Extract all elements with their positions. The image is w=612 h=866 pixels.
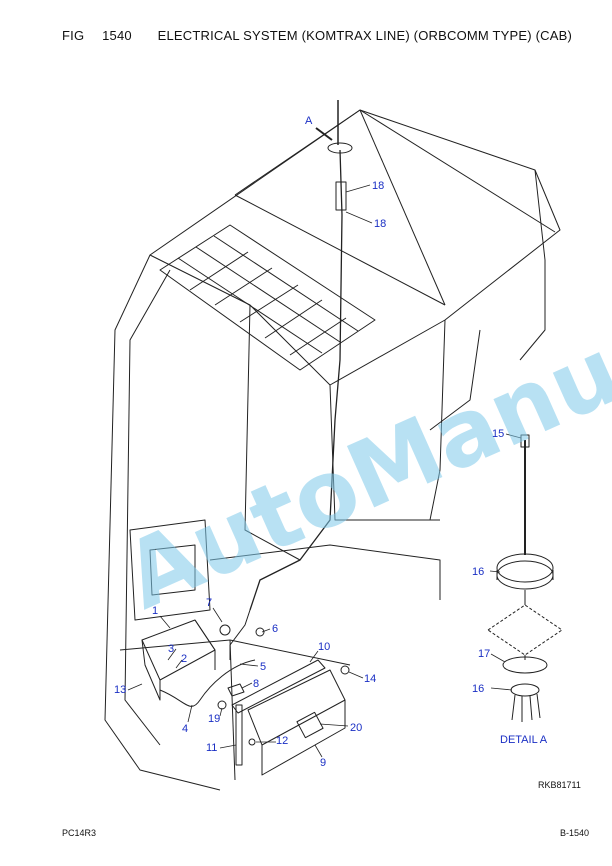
callout-18-lower: 18 [374,218,386,230]
fig-title: ELECTRICAL SYSTEM (KOMTRAX LINE) (ORBCOM… [157,28,572,43]
detail-grommet-16 [510,683,540,697]
footer-page: B-1540 [560,828,590,838]
callout-16-upper: 16 [472,566,484,578]
clip-8 [227,683,245,697]
callout-18-upper: 18 [372,180,384,192]
detail-a-label: DETAIL A [500,734,548,746]
callout-20: 20 [350,722,362,734]
callout-7: 7 [206,597,212,609]
drawing-reference: RKB81711 [538,780,581,790]
nut-14 [340,665,350,675]
leader-lines [127,127,522,758]
callout-12: 12 [276,735,288,747]
callout-2: 2 [181,653,187,665]
part-7 [219,624,231,636]
fig-number: 1540 [102,28,132,43]
cab-drawing [104,100,563,791]
fig-label: FIG [62,28,85,43]
callout-5: 5 [260,661,266,673]
detail-base-16 [496,560,554,590]
watermark: AutoManual [109,279,612,630]
wire-harness [159,659,256,707]
callout-11: 11 [206,742,217,754]
callout-6: 6 [272,623,278,635]
callout-16-lower: 16 [472,683,484,695]
callout-14: 14 [364,673,376,685]
left-pillar [104,254,221,791]
callout-a: A [305,115,313,127]
bolt-6 [255,627,265,637]
page-title: FIG 1540 ELECTRICAL SYSTEM (KOMTRAX LINE… [62,28,572,43]
footer-model: PC14R3 [62,828,97,838]
callouts: A 18 18 15 16 17 16 1 7 6 10 3 2 5 14 13… [114,115,548,769]
part-19 [217,700,227,710]
screw-12 [248,738,256,746]
cab-roof [149,109,561,386]
roof-window [159,224,376,371]
callout-15: 15 [492,428,504,440]
rear-panel [129,519,211,621]
callout-9: 9 [320,757,326,769]
antenna-cable [249,149,343,611]
module-box [247,669,346,746]
cable-sleeve [335,181,347,211]
callout-1: 1 [152,605,158,617]
callout-10: 10 [318,641,330,653]
callout-17: 17 [478,648,490,660]
callout-8: 8 [253,678,259,690]
mounting-strip [231,659,326,714]
callout-3: 3 [168,643,174,655]
callout-4: 4 [182,723,188,735]
roof-section [487,604,563,656]
callout-19: 19 [208,713,220,725]
callout-13: 13 [114,684,126,696]
